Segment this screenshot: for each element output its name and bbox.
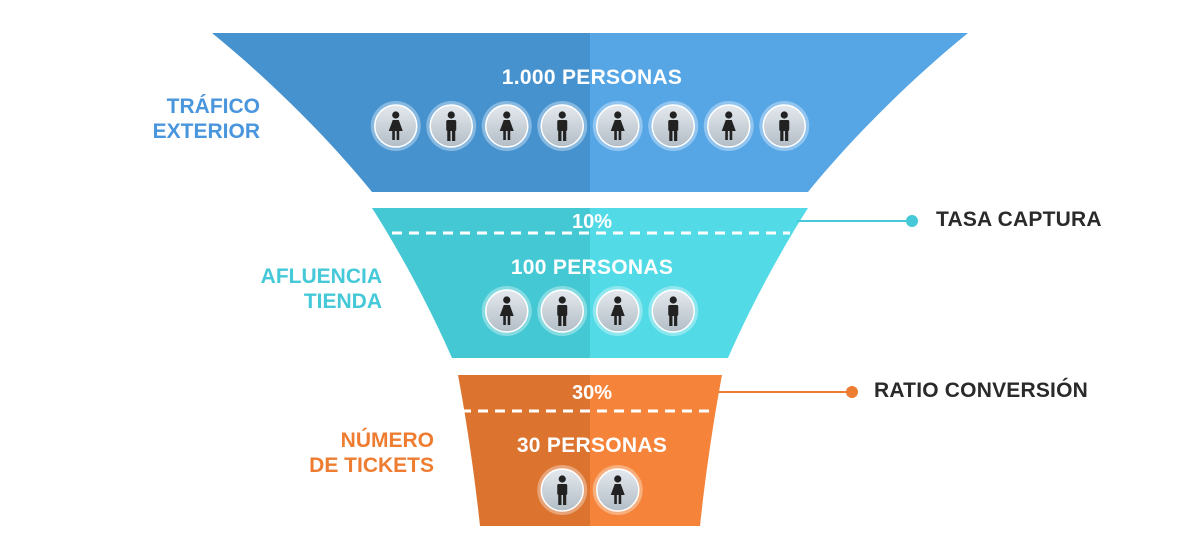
female-icon (592, 286, 643, 336)
icon-head (558, 111, 566, 119)
male-icon (648, 101, 699, 151)
rate-label-captura: 10% (571, 211, 613, 233)
callout-ratio-conversion: RATIO CONVERSIÓN (874, 379, 1088, 402)
icon-leg (729, 131, 733, 140)
female-icon (481, 101, 532, 151)
callout-dot (846, 386, 858, 398)
icon-body (610, 305, 625, 316)
icon-leg (780, 131, 784, 141)
female-icon (703, 101, 754, 151)
icon-head (503, 296, 511, 304)
funnel-tier-afluencia-left (372, 208, 590, 358)
icon-head (780, 111, 788, 119)
male-icon (537, 286, 588, 336)
rate-label-conversion: 30% (571, 382, 613, 404)
stage-label-line: NÚMERO (340, 429, 434, 452)
icon-leg (725, 131, 728, 140)
tier-count-afluencia: 100 PERSONAS (510, 256, 674, 279)
icon-leg (558, 495, 562, 505)
male-icon (537, 465, 588, 515)
icon-leg (507, 316, 511, 325)
icon-head (447, 111, 455, 119)
stage-label-line: TRÁFICO (166, 95, 260, 118)
icon-head (558, 475, 566, 483)
icon-leg (614, 495, 617, 504)
tier-count-trafico: 1.000 PERSONAS (501, 66, 683, 89)
icon-leg (503, 316, 506, 325)
icon-leg (674, 131, 678, 141)
callout-tasa-captura: TASA CAPTURA (936, 208, 1102, 231)
icon-body (721, 120, 736, 131)
stage-label-line: TIENDA (303, 290, 382, 313)
icon-body (668, 120, 679, 131)
icon-body (499, 305, 514, 316)
stage-label-line: DE TICKETS (309, 454, 434, 477)
icon-body (499, 120, 514, 131)
icon-body (388, 120, 403, 131)
icon-head (392, 111, 400, 119)
tier-count-tickets: 30 PERSONAS (516, 434, 668, 457)
stage-label-trafico: TRÁFICO EXTERIOR (118, 94, 260, 144)
icon-body (557, 484, 568, 495)
icon-head (614, 296, 622, 304)
icon-body (610, 120, 625, 131)
male-icon (759, 101, 810, 151)
icon-leg (674, 316, 678, 326)
icon-leg (558, 316, 562, 326)
female-icon (592, 101, 643, 151)
icon-leg (669, 316, 673, 326)
icon-head (669, 111, 677, 119)
icon-body (668, 305, 679, 316)
icon-head (669, 296, 677, 304)
icon-leg (507, 131, 511, 140)
icon-head (558, 296, 566, 304)
icon-leg (614, 316, 617, 325)
icon-leg (558, 131, 562, 141)
funnel-tier-afluencia-right (590, 208, 808, 358)
icon-leg (503, 131, 506, 140)
icon-head (614, 475, 622, 483)
icon-leg (452, 131, 456, 141)
female-icon (370, 101, 421, 151)
male-icon (426, 101, 477, 151)
stage-label-tickets: NÚMERO DE TICKETS (292, 428, 434, 478)
icon-leg (447, 131, 451, 141)
icon-body (557, 305, 568, 316)
female-icon (481, 286, 532, 336)
icon-leg (563, 495, 567, 505)
female-icon (592, 465, 643, 515)
icon-leg (785, 131, 789, 141)
callout-dot (906, 215, 918, 227)
stage-label-afluencia: AFLUENCIA TIENDA (220, 264, 382, 314)
male-icon (648, 286, 699, 336)
icon-leg (563, 316, 567, 326)
icon-body (610, 484, 625, 495)
stage-label-line: AFLUENCIA (260, 265, 382, 288)
stage-label-line: EXTERIOR (152, 120, 260, 143)
icon-leg (618, 131, 622, 140)
icon-head (725, 111, 733, 119)
icon-leg (396, 131, 400, 140)
icon-leg (669, 131, 673, 141)
icon-leg (614, 131, 617, 140)
icon-body (557, 120, 568, 131)
icon-leg (392, 131, 395, 140)
male-icon (537, 101, 588, 151)
icon-leg (618, 495, 622, 504)
icon-body (446, 120, 457, 131)
icon-head (614, 111, 622, 119)
icon-body (779, 120, 790, 131)
icon-leg (618, 316, 622, 325)
icon-leg (563, 131, 567, 141)
icon-head (503, 111, 511, 119)
